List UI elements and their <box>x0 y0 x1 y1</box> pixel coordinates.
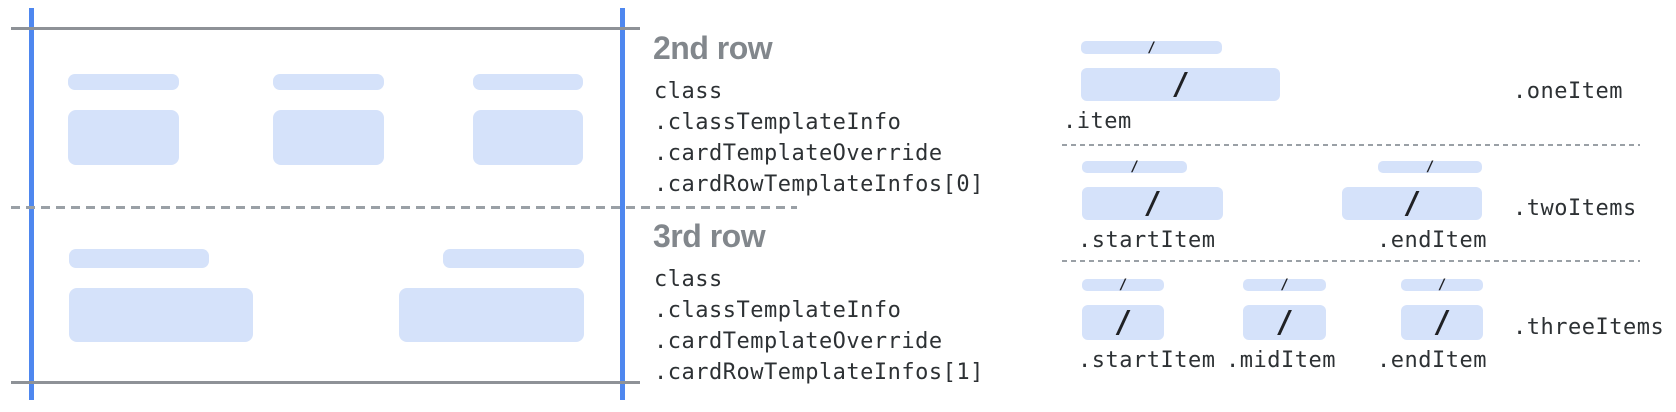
item-value-bar: / <box>1342 187 1482 220</box>
field-value-placeholder <box>68 110 179 165</box>
row-separator-dotted-line <box>1062 144 1640 146</box>
item-label-bar: / <box>1082 278 1164 292</box>
item-field-label: .midItem <box>1226 348 1336 373</box>
item-label-bar: / <box>1243 278 1326 292</box>
field-value-placeholder <box>69 288 253 342</box>
code-path-block: class .classTemplateInfo .cardTemplateOv… <box>654 264 984 388</box>
item-field-label: .endItem <box>1377 228 1487 253</box>
item-value-bar: / <box>1082 187 1223 220</box>
item-field-label: .item <box>1063 109 1132 134</box>
field-label-placeholder <box>69 249 209 268</box>
code-path-block: class .classTemplateInfo .cardTemplateOv… <box>654 76 984 200</box>
row-heading: 3rd row <box>653 218 766 254</box>
item-label-bar: / <box>1401 278 1483 292</box>
row-divider-dashed-line <box>11 206 797 209</box>
item-field-label: .startItem <box>1078 228 1216 253</box>
field-value-placeholder <box>273 110 384 165</box>
field-label-placeholder <box>68 74 179 90</box>
field-label-placeholder <box>443 249 584 268</box>
item-field-label: .startItem <box>1078 348 1216 373</box>
item-value-bar: / <box>1082 305 1164 340</box>
field-value-placeholder <box>399 288 584 342</box>
code-path-line: .cardTemplateOverride <box>654 141 943 166</box>
item-field-label: .endItem <box>1377 348 1487 373</box>
code-path-line: .cardRowTemplateInfos[0] <box>654 172 984 197</box>
code-path-line: .cardTemplateOverride <box>654 329 943 354</box>
item-value-bar: / <box>1081 68 1280 101</box>
field-label-placeholder <box>473 74 583 90</box>
card-bottom-line <box>11 381 640 384</box>
field-label-placeholder <box>273 74 384 90</box>
code-path-line: .classTemplateInfo <box>654 298 902 323</box>
row-separator-dotted-line <box>1062 260 1640 262</box>
item-label-bar: / <box>1081 41 1222 55</box>
item-value-bar: / <box>1401 305 1483 340</box>
code-path-line: .cardRowTemplateInfos[1] <box>654 360 984 385</box>
item-label-bar: / <box>1378 160 1482 174</box>
code-path-line: class <box>654 79 723 104</box>
card-right-edge-line <box>620 8 625 400</box>
variant-label: .oneItem <box>1513 79 1623 104</box>
item-value-bar: / <box>1243 305 1326 340</box>
variant-label: .twoItems <box>1513 196 1637 221</box>
card-top-line <box>11 27 640 30</box>
code-path-line: .classTemplateInfo <box>654 110 902 135</box>
code-path-line: class <box>654 267 723 292</box>
card-left-edge-line <box>29 8 34 400</box>
field-value-placeholder <box>473 110 583 165</box>
item-label-bar: / <box>1082 160 1187 174</box>
row-heading: 2nd row <box>653 30 773 66</box>
variant-label: .threeItems <box>1513 315 1665 340</box>
